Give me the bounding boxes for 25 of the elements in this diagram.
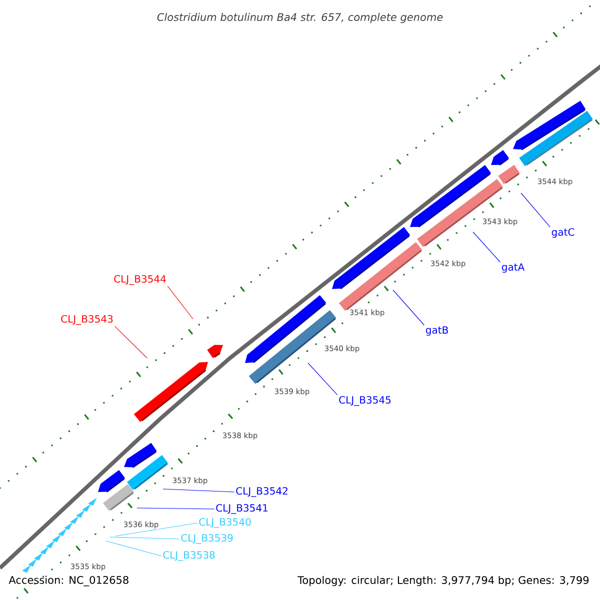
- info-text: Topology: circular; Length: 3,977,794 bp; Genes: 3,799: [298, 576, 589, 586]
- gene-label: CLJ_B3538: [163, 551, 215, 561]
- gene-label: CLJ_B3543: [61, 315, 113, 325]
- gene-label: CLJ_B3541: [216, 504, 268, 514]
- leader-line: [520, 192, 550, 228]
- leader-line: [116, 522, 198, 536]
- gene-label: CLJ_B3544: [114, 275, 166, 285]
- leader-line: [167, 286, 194, 320]
- leader-line: [162, 488, 235, 492]
- gene-label: CLJ_B3540: [199, 518, 251, 528]
- gene-label: CLJ_B3542: [236, 487, 288, 497]
- gene-label: gatB: [426, 326, 448, 336]
- leader-line: [114, 326, 148, 358]
- leader-line: [136, 508, 215, 510]
- title: Clostridium botulinum Ba4 str. 657, complete genome: [157, 12, 443, 24]
- info-text: Accession: NC_012658: [8, 576, 128, 586]
- leader-line: [110, 536, 180, 540]
- gene-label: gatC: [552, 228, 574, 238]
- gene-label: gatA: [502, 263, 525, 273]
- leader-line: [308, 362, 338, 396]
- gene-label: CLJ_B3545: [339, 396, 391, 406]
- leader-line: [106, 540, 162, 556]
- gene-label: CLJ_B3539: [181, 534, 233, 544]
- leader-line: [392, 290, 424, 326]
- leader-line: [472, 232, 500, 262]
